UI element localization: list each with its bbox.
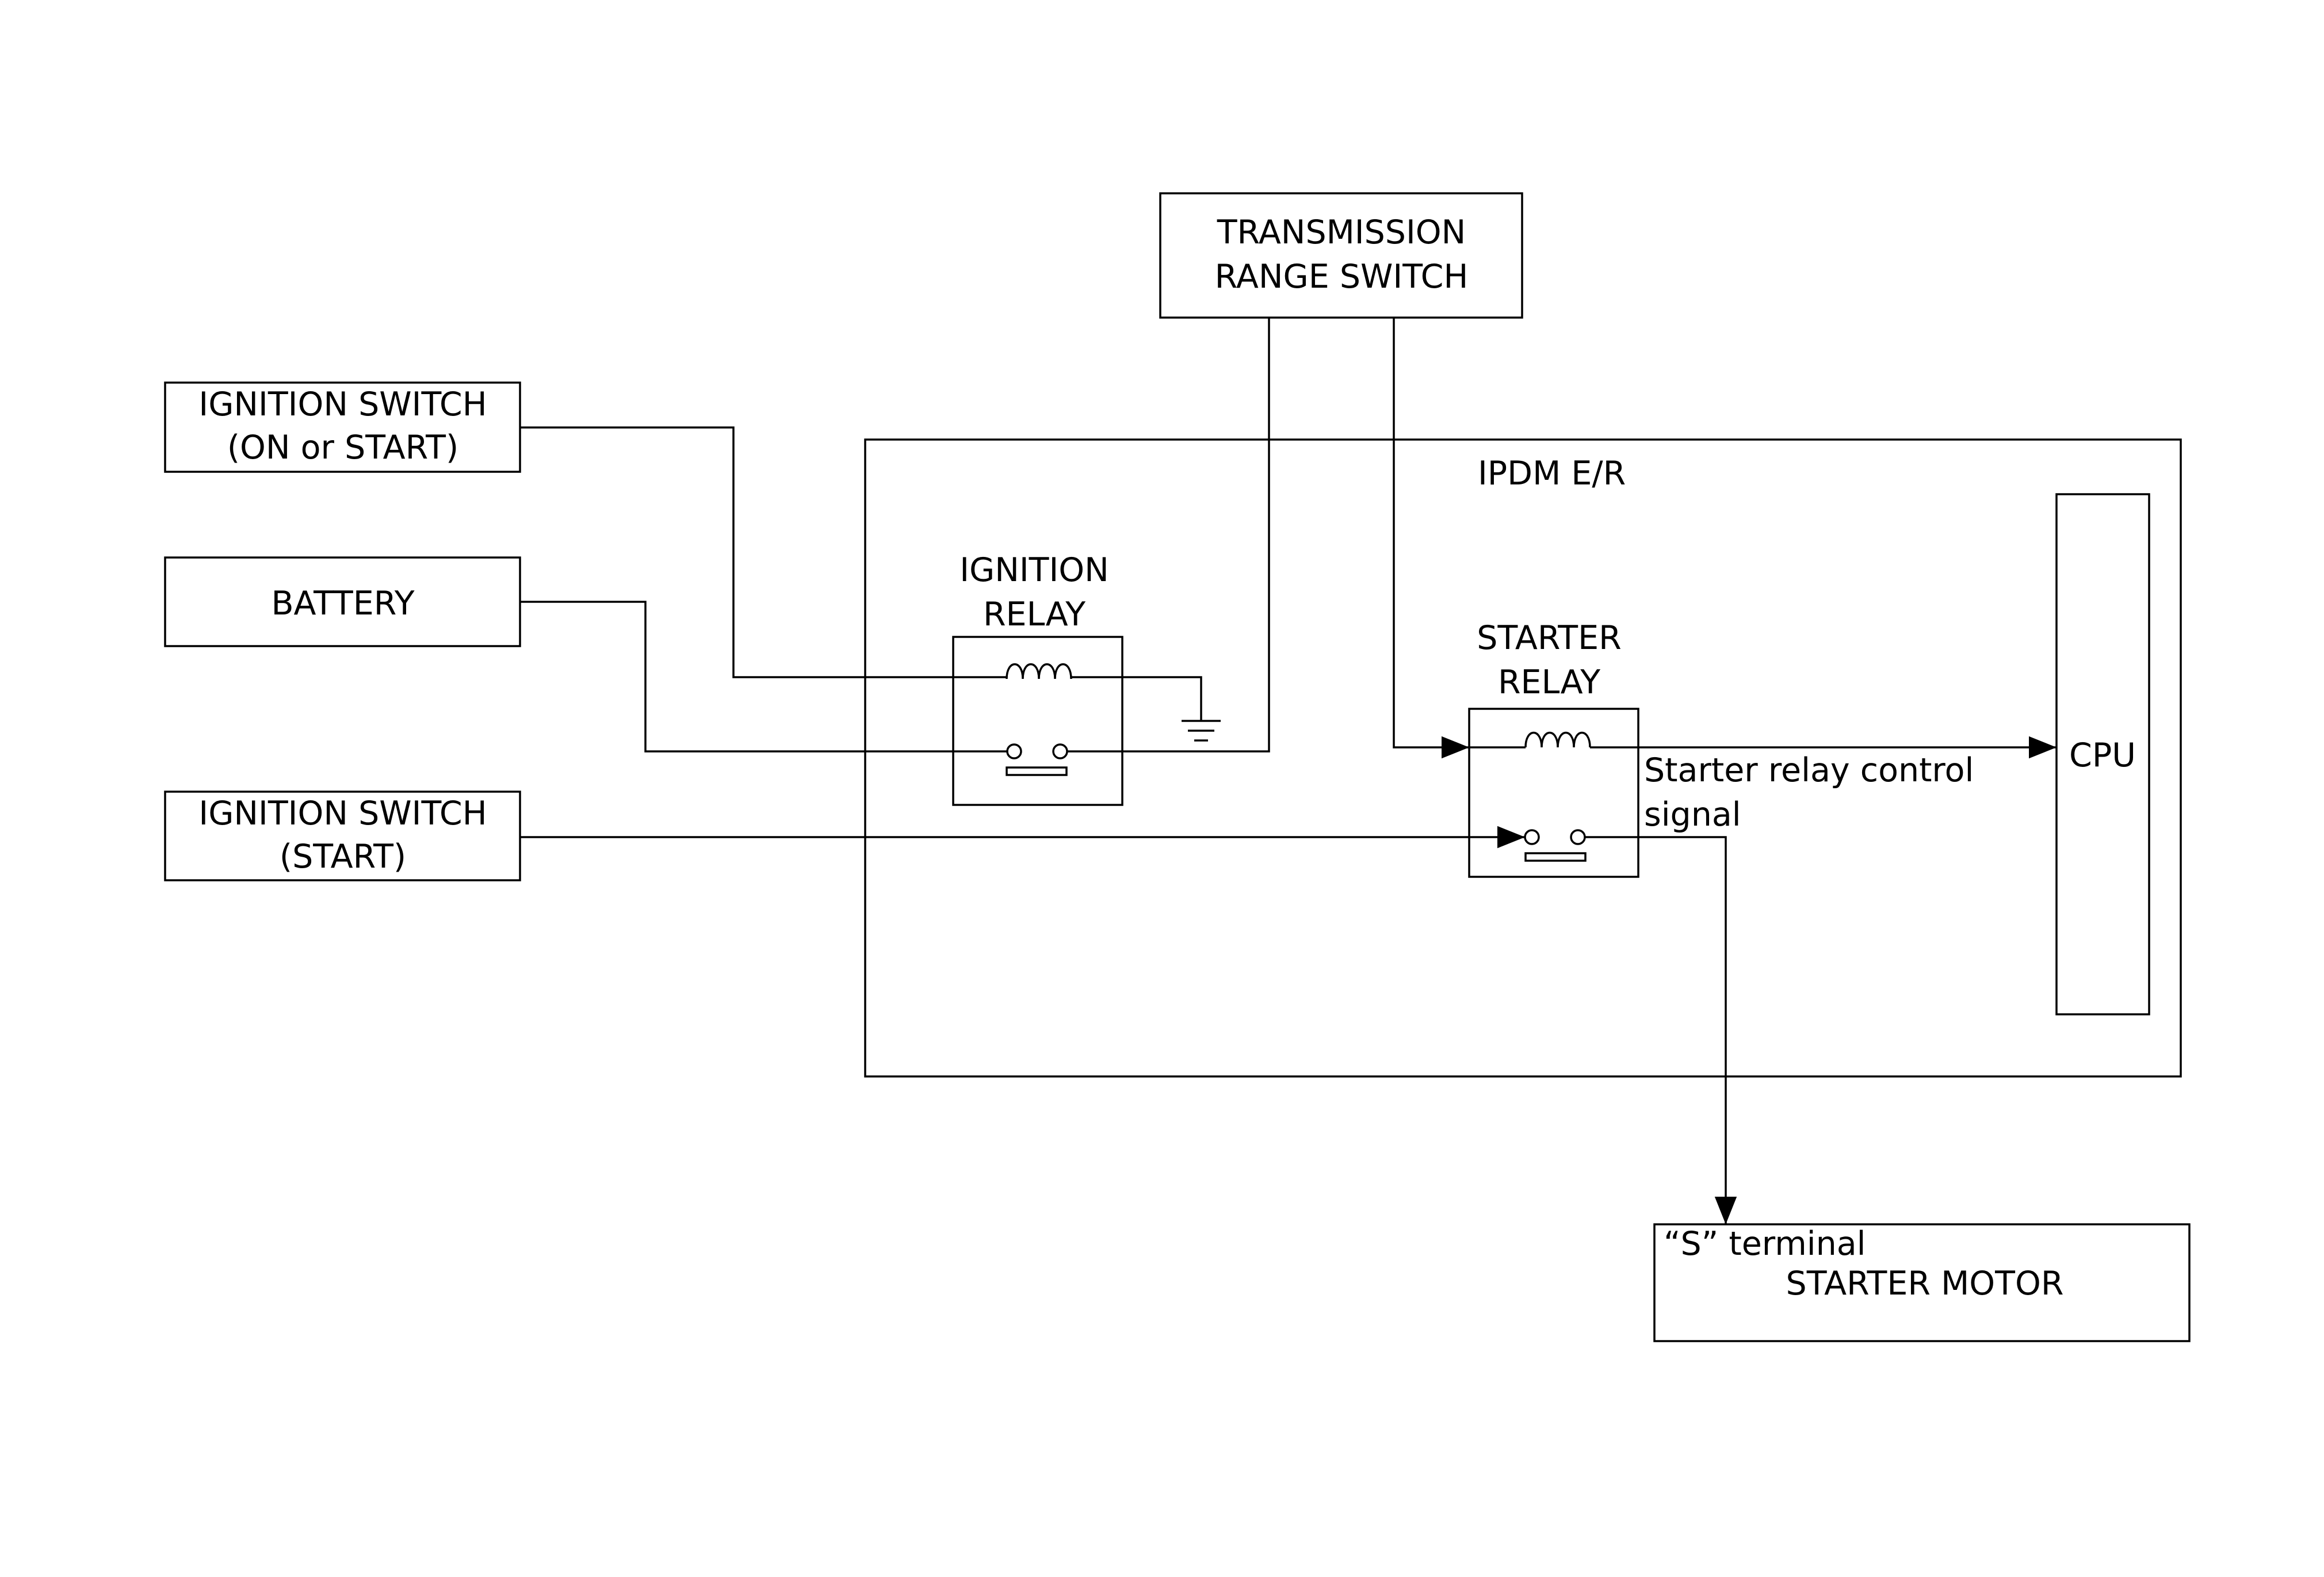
starter-relay-control-signal-label-line2: signal (1644, 796, 1741, 834)
ipdm-er-box (864, 438, 2182, 1078)
ignition-relay-contact-right-icon (1052, 743, 1068, 759)
ignition-relay-contact-left-icon (1006, 743, 1022, 759)
transmission-range-switch-label-line1: TRANSMISSION (1217, 213, 1466, 251)
transmission-range-switch-label-line2: RANGE SWITCH (1215, 258, 1469, 296)
starter-relay-armature-icon (1524, 852, 1587, 862)
ignition-relay-label-line2: RELAY (983, 595, 1085, 633)
ignition-switch-on-start-label-line2: (ON or START) (227, 429, 458, 467)
starter-relay-control-signal-label-line1: Starter relay control (1644, 751, 1974, 789)
cpu-box (2055, 493, 2150, 1015)
battery-block: BATTERY (164, 556, 521, 647)
ipdm-er-block: IPDM E/R (864, 438, 2182, 1078)
wire-ignition-switch-to-ignition-relay-coil (520, 426, 1007, 678)
starter-relay-block: STARTER RELAY (1468, 619, 1639, 878)
ignition-switch-start-block: IGNITION SWITCH (START) (164, 791, 521, 881)
starter-relay-contact-right-icon (1570, 829, 1586, 845)
cpu-label: CPU (2069, 736, 2136, 774)
starter-relay-coil-icon (1524, 731, 1591, 748)
wire-starter-relay-to-starter-motor (1585, 836, 1737, 1224)
starter-motor-block: “S” terminal STARTER MOTOR (1653, 1223, 2191, 1342)
wire-battery-to-ignition-relay-contact (520, 601, 1007, 753)
ignition-switch-start-label-line2: (START) (280, 838, 406, 876)
ignition-relay-block: IGNITION RELAY (952, 551, 1123, 806)
ignition-relay-label-line1: IGNITION (960, 551, 1109, 589)
wire-ignition-relay-coil-to-ground (1071, 676, 1202, 721)
starter-motor-label: STARTER MOTOR (1786, 1265, 2064, 1303)
wire-ignition-relay-to-transmission-range-switch (1067, 318, 1270, 753)
transmission-range-switch-box (1159, 192, 1523, 319)
starter-relay-label-line1: STARTER (1477, 619, 1621, 657)
ignition-relay-box (952, 636, 1123, 806)
ipdm-er-label: IPDM E/R (1478, 455, 1626, 492)
ignition-switch-on-start-label-line1: IGNITION SWITCH (198, 385, 487, 423)
wire-transmission-range-switch-to-starter-relay (1393, 318, 1469, 759)
starter-relay-contact-left-icon (1524, 829, 1540, 845)
battery-label: BATTERY (271, 585, 414, 623)
transmission-range-switch-block: TRANSMISSION RANGE SWITCH (1159, 192, 1523, 319)
ignition-switch-start-label-line1: IGNITION SWITCH (198, 795, 487, 833)
ignition-relay-coil-icon (1006, 663, 1072, 679)
ignition-relay-armature-icon (1006, 766, 1068, 776)
starter-motor-terminal-label: “S” terminal (1664, 1225, 1866, 1263)
starter-relay-label-line2: RELAY (1498, 663, 1600, 701)
starter-motor-box (1653, 1223, 2191, 1342)
ground-icon (1182, 720, 1221, 742)
starter-relay-box (1468, 708, 1639, 878)
ignition-switch-on-start-block: IGNITION SWITCH (ON or START) (164, 381, 521, 473)
ignition-switch-start-box (164, 791, 521, 881)
cpu-block: CPU (2055, 493, 2150, 1015)
